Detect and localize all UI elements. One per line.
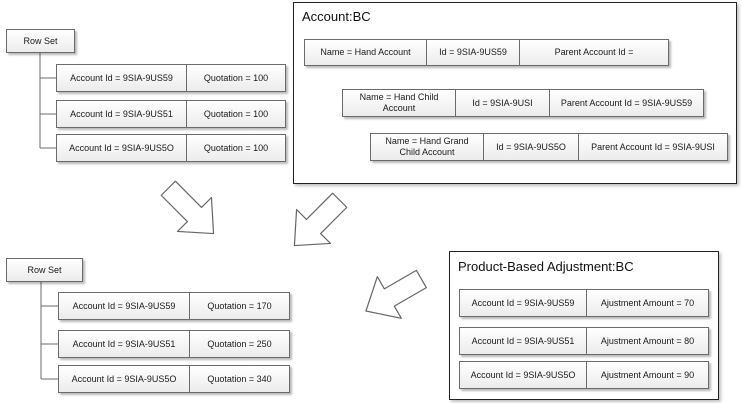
parent-account-id-cell: Parent Account Id = bbox=[519, 40, 668, 65]
adjustment-bc-title: Product-Based Adjustment:BC bbox=[458, 259, 634, 274]
flow-arrow-down-left bbox=[293, 192, 348, 247]
account-name-cell: Name = Hand Grand Child Account bbox=[385, 136, 469, 157]
account-name-cell: Name = Hand Child Account bbox=[359, 92, 439, 113]
quotation-cell: Quotation = 170 bbox=[189, 293, 289, 319]
account-bc-title: Account:BC bbox=[302, 9, 371, 24]
row-set-label: Row Set bbox=[27, 264, 62, 275]
row-set-record: Account Id = 9SIA-9US59 Quotation = 170 bbox=[58, 292, 290, 320]
account-id-cell: Account Id = 9SIA-9US51 bbox=[70, 108, 173, 119]
account-id-cell: Account Id = 9SIA-9US51 bbox=[72, 338, 176, 349]
quotation-cell: Quotation = 250 bbox=[189, 331, 289, 357]
account-name-cell: Name = Hand Account bbox=[320, 47, 411, 57]
adjustment-record: Account Id = 9SIA-9US51 Ajustment Amount… bbox=[459, 327, 709, 355]
parent-account-id-cell: Parent Account Id = 9SIA-9USI bbox=[578, 134, 727, 160]
account-id-cell: Id = 9SIA-9USI bbox=[455, 90, 549, 116]
adjustment-amount-cell: Ajustment Amount = 70 bbox=[586, 290, 708, 316]
row-set-record: Account Id = 9SIA-9US51 Quotation = 100 bbox=[56, 100, 286, 128]
quotation-cell: Quotation = 100 bbox=[186, 135, 285, 161]
adjustment-record: Account Id = 9SIA-9US5O Ajustment Amount… bbox=[459, 361, 709, 389]
adjustment-record: Account Id = 9SIA-9US59 Ajustment Amount… bbox=[459, 289, 709, 317]
tree-connector bbox=[39, 53, 56, 149]
flow-arrow-left bbox=[365, 269, 427, 319]
account-id-cell: Account Id = 9SIA-9US59 bbox=[72, 300, 176, 311]
account-id-cell: Account Id = 9SIA-9US5O bbox=[71, 373, 177, 384]
parent-account-id-cell: Parent Account Id = 9SIA-9US59 bbox=[549, 90, 703, 116]
row-set-header: Row Set bbox=[6, 29, 75, 53]
row-set-record: Account Id = 9SIA-9US51 Quotation = 250 bbox=[58, 330, 290, 358]
account-record: Name = Hand Child Account Id = 9SIA-9USI… bbox=[342, 89, 704, 117]
row-set-header: Row Set bbox=[6, 258, 83, 282]
account-id-cell: Account Id = 9SIA-9US5O bbox=[470, 369, 576, 380]
account-id-cell: Account Id = 9SIA-9US51 bbox=[471, 335, 575, 346]
account-id-cell: Id = 9SIA-9US5O bbox=[483, 134, 578, 160]
adjustment-amount-cell: Ajustment Amount = 80 bbox=[586, 328, 708, 354]
account-id-cell: Id = 9SIA-9US59 bbox=[426, 40, 519, 65]
row-set-label: Row Set bbox=[23, 35, 58, 46]
account-id-cell: Account Id = 9SIA-9US59 bbox=[70, 72, 173, 83]
quotation-cell: Quotation = 100 bbox=[186, 65, 285, 91]
adjustment-amount-cell: Ajustment Amount = 90 bbox=[586, 362, 708, 388]
quotation-cell: Quotation = 100 bbox=[186, 101, 285, 127]
flow-arrow-down bbox=[160, 180, 215, 235]
row-set-record: Account Id = 9SIA-9US5O Quotation = 340 bbox=[58, 365, 290, 393]
account-record: Name = Hand Account Id = 9SIA-9US59 Pare… bbox=[304, 39, 669, 66]
row-set-record: Account Id = 9SIA-9US59 Quotation = 100 bbox=[56, 64, 286, 92]
account-record: Name = Hand Grand Child Account Id = 9SI… bbox=[370, 133, 728, 161]
account-id-cell: Account Id = 9SIA-9US59 bbox=[471, 297, 575, 308]
tree-connector bbox=[40, 282, 58, 380]
row-set-record: Account Id = 9SIA-9US5O Quotation = 100 bbox=[56, 134, 286, 162]
quotation-cell: Quotation = 340 bbox=[189, 366, 289, 392]
account-id-cell: Account Id = 9SIA-9US5O bbox=[69, 142, 174, 153]
